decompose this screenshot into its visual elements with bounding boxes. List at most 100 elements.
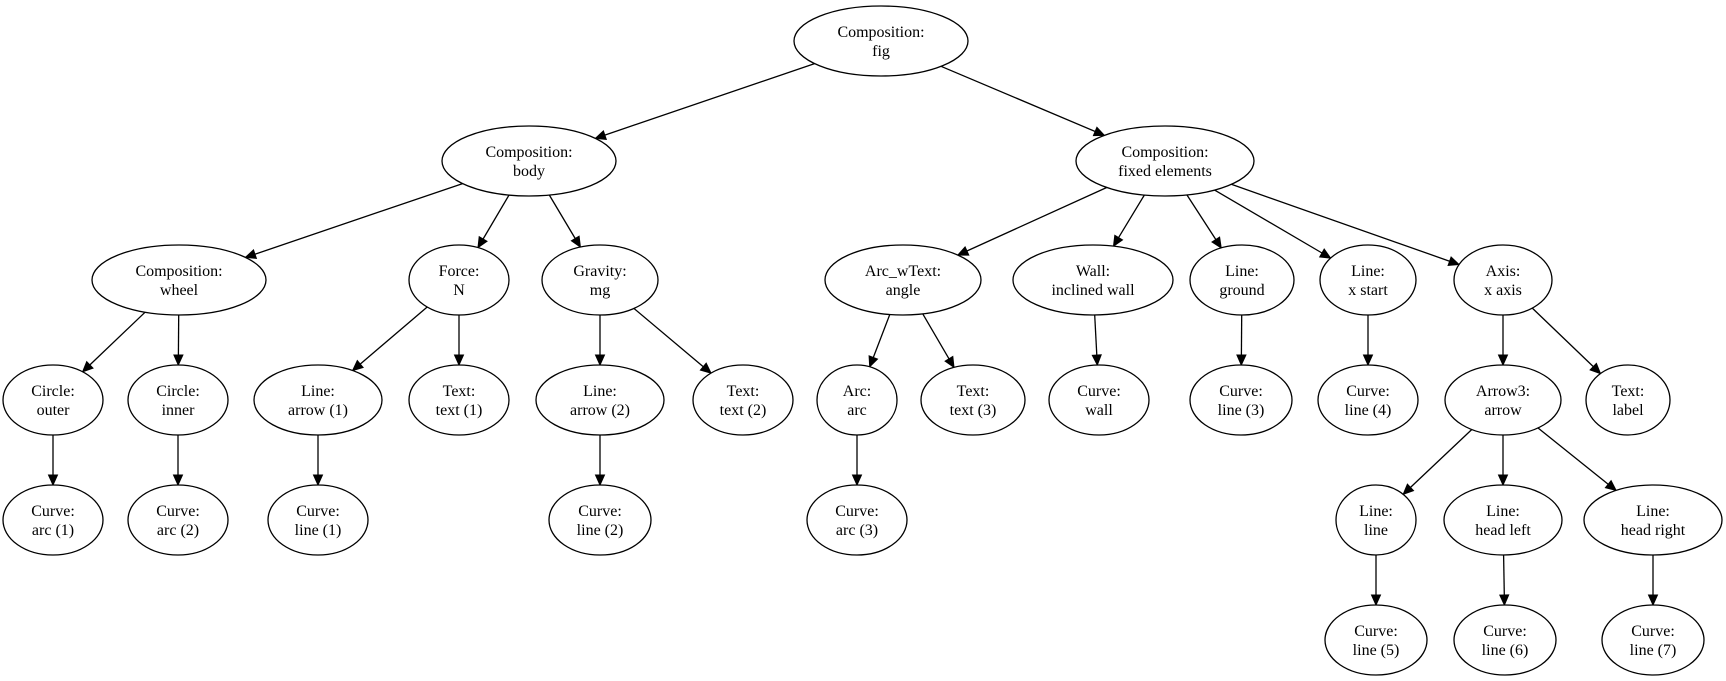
node-ellipse bbox=[91, 244, 267, 316]
edge-fixed-to-xstart bbox=[1214, 189, 1323, 254]
node-type-label: Text: bbox=[1612, 383, 1645, 400]
node-name-label: line (5) bbox=[1353, 642, 1400, 659]
edge-headleft-to-line6 bbox=[1502, 554, 1505, 596]
node-fig: Composition: fig bbox=[793, 5, 969, 77]
edge-arrow3-to-lineline bbox=[1409, 429, 1473, 488]
arrowhead-xstart bbox=[1318, 248, 1332, 259]
edges-layer bbox=[47, 62, 1659, 607]
arrowhead-wall bbox=[1112, 234, 1124, 248]
edge-body-to-wheel bbox=[254, 182, 463, 255]
node-name-label: inclined wall bbox=[1051, 282, 1135, 299]
node-wheel: Composition:wheel bbox=[91, 244, 267, 316]
node-name-label: text (1) bbox=[436, 402, 483, 419]
node-name-label: arc (1) bbox=[32, 522, 74, 539]
node-type-label: Composition: bbox=[485, 144, 572, 161]
arrowhead-line4 bbox=[1362, 354, 1374, 367]
arrowhead-text2 bbox=[699, 362, 712, 374]
arrowhead-line1c bbox=[312, 474, 324, 487]
nodes-layer: Composition:figComposition:bodyCompositi… bbox=[2, 5, 1723, 676]
node-body: Composition:body bbox=[441, 125, 617, 197]
arrowhead-line5 bbox=[1370, 594, 1382, 607]
edge-fig-to-fixed bbox=[940, 65, 1096, 133]
arrowhead-text1 bbox=[453, 354, 465, 367]
node-name-label: head left bbox=[1475, 522, 1531, 539]
node-line6: Curve:line (6) bbox=[1453, 604, 1557, 676]
node-gravity: Gravity:mg bbox=[541, 244, 659, 316]
node-type-label: Curve: bbox=[1354, 623, 1398, 640]
node-ellipse bbox=[127, 364, 229, 436]
node-type-label: Composition: bbox=[837, 24, 924, 41]
arrowhead-wheel bbox=[244, 249, 258, 259]
node-name-label: arrow bbox=[1484, 402, 1522, 419]
node-type-label: Circle: bbox=[31, 383, 75, 400]
node-name-label: line (4) bbox=[1345, 402, 1392, 419]
arrowhead-lineline bbox=[1402, 483, 1415, 496]
node-name-label: arrow (1) bbox=[288, 402, 348, 419]
arrowhead-headright bbox=[1604, 479, 1618, 492]
node-ellipse bbox=[1189, 244, 1295, 316]
node-type-label: Curve: bbox=[296, 503, 340, 520]
node-outer: Circle: outer bbox=[2, 364, 104, 436]
node-name-label: head right bbox=[1621, 522, 1686, 539]
node-name-label: arrow (2) bbox=[570, 402, 630, 419]
node-ellipse bbox=[692, 364, 794, 436]
node-name-label: text (2) bbox=[720, 402, 767, 419]
node-ellipse bbox=[1048, 364, 1150, 436]
node-headleft: Line:head left bbox=[1443, 484, 1563, 556]
node-ellipse bbox=[253, 364, 383, 436]
edge-body-to-forceN bbox=[482, 194, 510, 240]
node-type-label: Line: bbox=[1359, 503, 1393, 520]
node-ellipse bbox=[816, 364, 898, 436]
node-name-label: line (3) bbox=[1218, 402, 1265, 419]
arrowhead-line7 bbox=[1647, 594, 1659, 607]
node-label: Text:label bbox=[1585, 364, 1671, 436]
edge-xaxis-to-label bbox=[1531, 307, 1594, 368]
arrowhead-forceN bbox=[477, 235, 488, 249]
arrowhead-fixed bbox=[1092, 126, 1106, 137]
node-ellipse bbox=[2, 484, 104, 556]
edge-fig-to-body bbox=[604, 62, 815, 136]
node-ellipse bbox=[824, 244, 982, 316]
node-inner: Circle:inner bbox=[127, 364, 229, 436]
node-name-label: fixed elements bbox=[1118, 163, 1212, 180]
node-type-label: Curve: bbox=[1631, 623, 1675, 640]
node-ellipse bbox=[1443, 484, 1563, 556]
node-type-label: Line: bbox=[1225, 263, 1259, 280]
arrowhead-arrow3 bbox=[1497, 354, 1509, 367]
node-ellipse bbox=[408, 364, 510, 436]
node-ellipse bbox=[1317, 364, 1419, 436]
node-wall: Wall:inclined wall bbox=[1012, 244, 1174, 316]
node-name-label: line (1) bbox=[295, 522, 342, 539]
node-arrow1: Line:arrow (1) bbox=[253, 364, 383, 436]
edge-fixed-to-wall bbox=[1118, 194, 1145, 238]
node-name-label: inner bbox=[162, 402, 196, 419]
node-ellipse bbox=[127, 484, 229, 556]
node-xstart: Line:x start bbox=[1319, 244, 1417, 316]
node-ellipse bbox=[1189, 364, 1293, 436]
node-name-label: ground bbox=[1219, 282, 1264, 299]
node-arc3: Curve: arc (3) bbox=[806, 484, 908, 556]
arrowhead-line3 bbox=[1236, 354, 1247, 367]
node-ellipse bbox=[1335, 484, 1417, 556]
node-name-label: outer bbox=[37, 402, 71, 419]
node-ellipse bbox=[1444, 364, 1562, 436]
node-type-label: Arc_wText: bbox=[865, 263, 941, 280]
node-ellipse bbox=[1012, 244, 1174, 316]
node-name-label: x axis bbox=[1484, 282, 1522, 299]
node-type-label: Composition: bbox=[1121, 144, 1208, 161]
node-angle: Arc_wText:angle bbox=[824, 244, 982, 316]
node-type-label: Curve: bbox=[31, 503, 75, 520]
arrowhead-xaxis bbox=[1447, 256, 1461, 266]
edge-arrow3-to-headright bbox=[1537, 427, 1609, 485]
arrowhead-arrow1 bbox=[351, 359, 364, 372]
node-fixed: Composition: fixed elements bbox=[1075, 125, 1255, 197]
node-forceN: Force:N bbox=[408, 244, 510, 316]
node-name-label: text (3) bbox=[950, 402, 997, 419]
node-name-label: fig bbox=[872, 43, 890, 60]
node-type-label: Curve: bbox=[835, 503, 879, 520]
node-text1: Text:text (1) bbox=[408, 364, 510, 436]
node-name-label: arc (3) bbox=[836, 522, 878, 539]
node-xaxis: Axis:x axis bbox=[1453, 244, 1553, 316]
node-ellipse bbox=[1583, 484, 1723, 556]
